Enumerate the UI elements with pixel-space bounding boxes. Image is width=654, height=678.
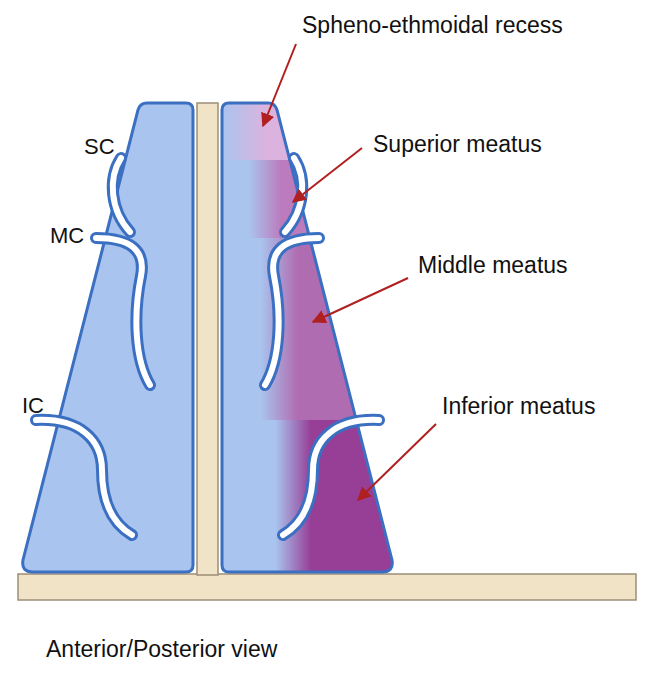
part-label: Middle meatus (418, 252, 568, 278)
conchae (36, 158, 150, 535)
part-label: Spheno-ethmoidal recess (302, 12, 563, 38)
part-label: MC (50, 223, 84, 248)
nasal-floor (18, 574, 636, 600)
conchae (265, 158, 379, 535)
part-label: SC (84, 134, 115, 159)
left-nasal-cavity (23, 103, 193, 572)
nasal-septum (197, 103, 218, 575)
meatus-shading (222, 103, 402, 575)
view-caption: Anterior/Posterior view (46, 636, 277, 662)
leader-arrows (263, 44, 436, 500)
part-label: Inferior meatus (442, 393, 595, 419)
part-label: Superior meatus (373, 131, 542, 157)
part-label: IC (22, 393, 44, 418)
